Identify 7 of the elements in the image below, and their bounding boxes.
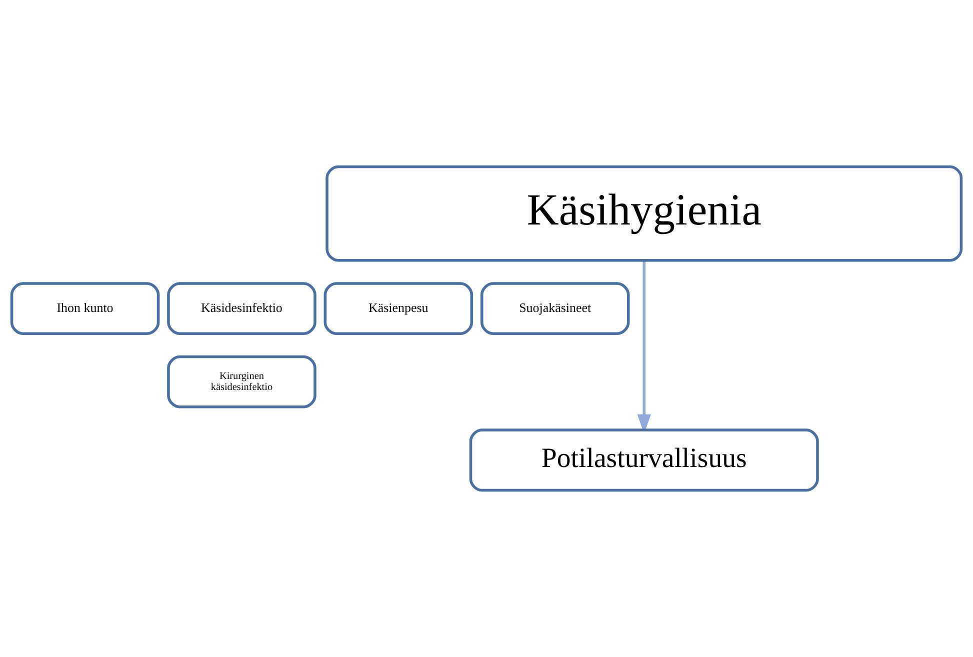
node-box: Käsidesinfektio [167,282,316,335]
node-box: Kirurginen käsidesinfektio [167,355,316,408]
node-box: Suojakäsineet [480,282,630,335]
node-box: Ihon kunto [10,282,160,335]
node-box: Potilasturvallisuus [469,428,819,492]
node-box: Käsihygienia [326,165,963,262]
node-box: Käsienpesu [324,282,474,335]
